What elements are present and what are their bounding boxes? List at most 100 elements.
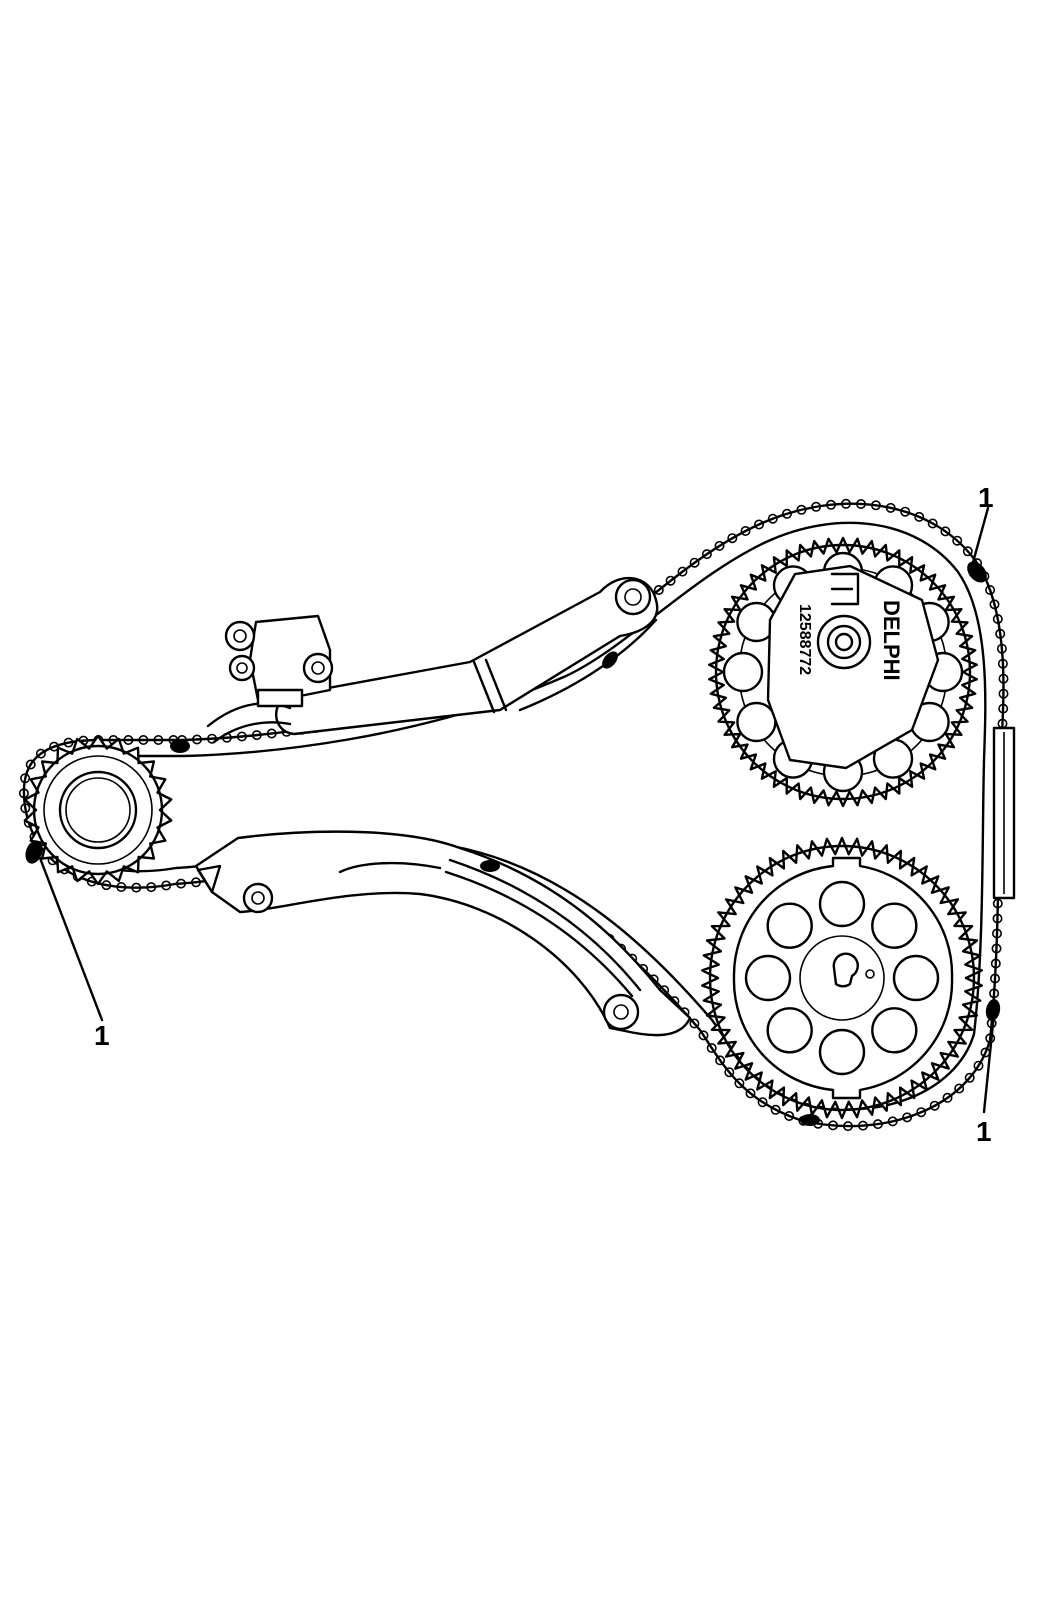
chain-roller	[900, 506, 911, 517]
chain-roller	[757, 1097, 768, 1108]
chain-roller	[990, 958, 1001, 969]
callout-label-b: 1	[94, 1020, 110, 1051]
chain-roller	[753, 519, 764, 530]
upper-guide-pivot-bolt	[614, 578, 652, 616]
upper-sprocket-hole	[736, 701, 777, 743]
lower-sprocket-hole	[871, 902, 918, 949]
chain-roller	[123, 734, 134, 745]
upper-guide-arm	[274, 576, 659, 736]
chain-roller	[998, 703, 1009, 714]
chain-roller	[811, 501, 822, 512]
stamp-brand-text: DELPHI	[879, 600, 904, 681]
lower-chain-guide	[194, 830, 692, 1037]
chain-roller	[146, 882, 157, 893]
chain-roller	[940, 526, 951, 537]
timing-mark-left	[25, 840, 43, 864]
upper-guide-divider-2	[484, 658, 508, 712]
timing-mark-upper-guide	[602, 651, 618, 669]
chain-roller	[266, 728, 277, 739]
chain-roller	[665, 575, 676, 586]
chain-roller	[827, 1120, 838, 1131]
chain-roller	[842, 1121, 853, 1132]
tensioner-bolt-right-inner	[311, 661, 325, 675]
chain-roller	[701, 549, 712, 560]
chain-roller	[840, 498, 851, 509]
chain-roller	[698, 1030, 709, 1041]
crank-sprocket-tooth-profile	[23, 734, 173, 886]
lower-guide-arm	[194, 830, 692, 1037]
chain-roller	[916, 1107, 927, 1118]
crank-sprocket-teeth	[23, 734, 173, 886]
lower-sprocket-hole	[892, 954, 940, 1002]
chain-roller	[176, 878, 187, 889]
upper-sprocket-teeth	[714, 543, 972, 801]
stamp-e-symbol	[830, 572, 860, 606]
chain-roller	[251, 730, 262, 741]
chain-roller	[207, 733, 218, 744]
chain-roller	[857, 1120, 868, 1131]
lower-sprocket-lightening-holes	[744, 880, 940, 1076]
chain-roller	[740, 525, 751, 536]
timing-mark-crank-top	[170, 739, 190, 753]
chain-roller	[20, 803, 31, 814]
tensioner-bolt-upper	[224, 620, 256, 652]
chain-roller	[18, 788, 29, 799]
chain-roller	[724, 1067, 735, 1078]
chain-roller	[885, 502, 896, 513]
lower-sprocket-web	[732, 856, 954, 1100]
chain-roller	[964, 1072, 975, 1083]
timing-marks	[25, 561, 1001, 1126]
lower-guide-rib	[338, 861, 442, 874]
chain-roller	[727, 533, 738, 544]
leader-line-b	[38, 856, 104, 1022]
chain-roller	[992, 613, 1003, 624]
chain-roller	[781, 508, 792, 519]
chain-roller	[715, 1055, 726, 1066]
lower-sprocket-teeth	[708, 844, 976, 1112]
upper-guide-lip	[518, 618, 658, 712]
chain-roller	[887, 1116, 898, 1127]
chain-roller	[991, 943, 1002, 954]
lower-sprocket-hole	[766, 1007, 813, 1054]
chain-roller	[914, 511, 925, 522]
lower-guide-end-bolt	[602, 993, 640, 1031]
upper-guide-shoe-lower	[212, 721, 292, 744]
chain-roller	[153, 734, 164, 745]
lower-sprocket-tooth-profile	[701, 836, 983, 1120]
upper-tensioner-guide	[206, 576, 659, 744]
chain-roller	[927, 518, 938, 529]
chain-roller	[689, 1018, 700, 1029]
lower-cam-sprocket	[701, 836, 983, 1120]
timing-mark-lower-right	[985, 999, 1001, 1021]
chain-roller	[989, 988, 1000, 999]
lower-guide-pivot-bolt	[242, 882, 274, 914]
chain-roller	[116, 881, 127, 892]
tensioner-plunger	[256, 688, 304, 708]
crank-sprocket-bore	[58, 770, 138, 850]
chain-roller	[653, 584, 664, 595]
timing-mark-lower-guide	[480, 860, 500, 872]
chain-roller	[714, 540, 725, 551]
lower-sprocket-dowel	[865, 969, 875, 979]
chain-roller	[745, 1088, 756, 1099]
chain-roller	[992, 913, 1003, 924]
lower-sprocket-hole	[766, 902, 813, 949]
chain-roller	[20, 773, 31, 784]
crank-sprocket-flange	[43, 755, 153, 865]
callout-leaders	[38, 506, 996, 1114]
chain-roller	[989, 973, 1000, 984]
tensioner-bolt-upper-inner	[233, 629, 247, 643]
lower-guide-tab	[196, 864, 222, 894]
tensioner-bolt-lower-inner	[236, 662, 248, 674]
chain-roller	[985, 584, 996, 595]
chain-roller	[689, 557, 700, 568]
timing-mark-bottom	[800, 1114, 820, 1126]
callout-label-a: 1	[978, 482, 994, 513]
chain-roller	[191, 877, 202, 888]
tensioner-bolt-lower	[228, 654, 256, 682]
lower-guide-wear-strip-2	[444, 870, 634, 998]
chain-roller	[902, 1112, 913, 1123]
chain-roller	[677, 566, 688, 577]
upper-sprocket-bolt-center	[834, 632, 854, 652]
